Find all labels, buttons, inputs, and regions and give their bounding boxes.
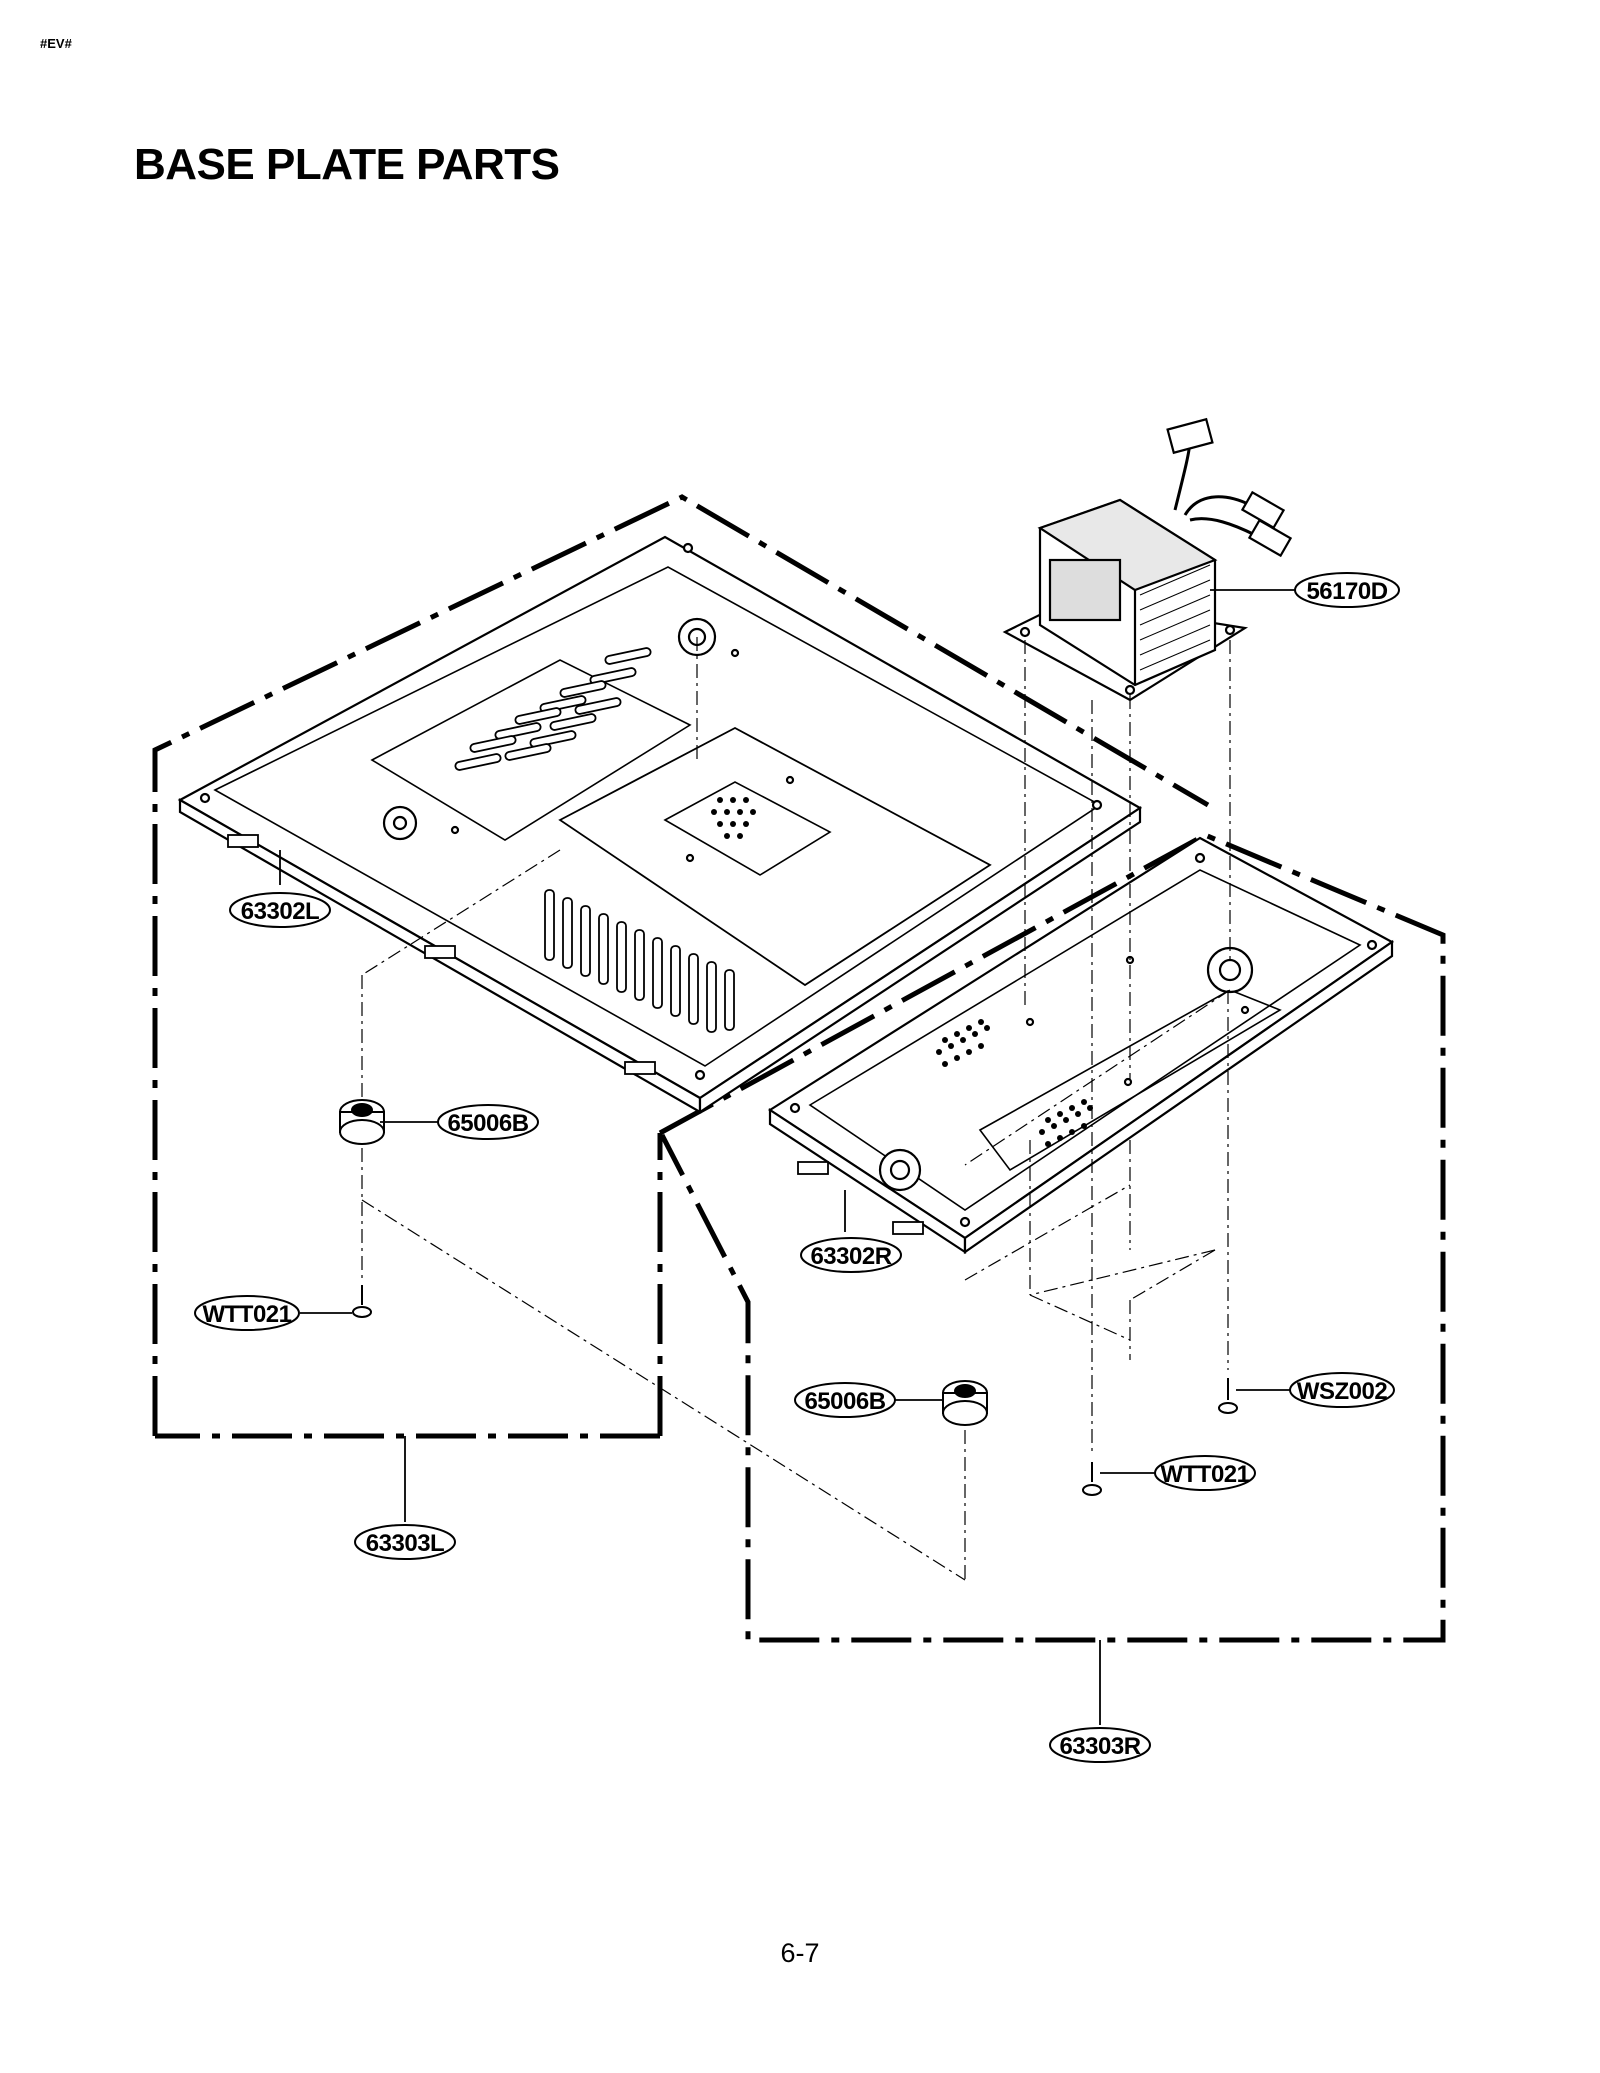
callout-label: 56170D — [1306, 578, 1387, 605]
callout-label: 63303R — [1059, 1733, 1140, 1760]
callout-wtt021-right: WTT021 — [1154, 1455, 1256, 1491]
callout-65006b-left: 65006B — [437, 1104, 539, 1140]
callout-63302l: 63302L — [229, 892, 331, 928]
callout-wsz002: WSZ002 — [1289, 1372, 1395, 1408]
foot-right — [942, 1380, 988, 1426]
transformer — [1002, 417, 1293, 702]
mounting-tabs-right-plate — [797, 1161, 924, 1235]
callout-label: 63302R — [810, 1243, 891, 1270]
document-code: #EV# — [40, 36, 72, 51]
callout-label: WSZ002 — [1297, 1378, 1388, 1405]
callout-63302r: 63302R — [800, 1237, 902, 1273]
hole-pattern-left-plate — [711, 797, 756, 839]
screw-left — [352, 1285, 372, 1318]
leader-lines — [279, 589, 1295, 1725]
hole-pattern-right-plate — [936, 1019, 1093, 1147]
screw-right — [1082, 1462, 1102, 1496]
page-number: 6-7 — [780, 1938, 820, 1968]
callout-56170d: 56170D — [1294, 572, 1400, 608]
callout-label: WTT021 — [1160, 1461, 1249, 1488]
vent-grille-left-plate — [544, 889, 735, 1033]
assembly-boundary-right — [658, 832, 1446, 1643]
base-plate-left — [177, 535, 1143, 1115]
vent-slots-left-plate — [454, 647, 652, 771]
foot-left — [339, 1099, 385, 1145]
callout-63303l: 63303L — [354, 1524, 456, 1560]
callout-label: 65006B — [804, 1388, 885, 1415]
callout-65006b-right: 65006B — [794, 1382, 896, 1418]
callout-label: 65006B — [447, 1110, 528, 1137]
callout-wtt021-left: WTT021 — [194, 1295, 300, 1331]
mounting-tabs-left-plate — [227, 834, 656, 1075]
callout-label: WTT021 — [202, 1301, 291, 1328]
assembly-boundary-left — [152, 494, 1210, 1439]
alignment-lines — [361, 637, 1231, 1581]
page-title: BASE PLATE PARTS — [134, 140, 560, 189]
callout-label: 63303L — [366, 1530, 444, 1557]
callout-63303r: 63303R — [1049, 1727, 1151, 1763]
base-plate-right — [767, 836, 1395, 1255]
screw-transformer — [1218, 1378, 1238, 1414]
callout-label: 63302L — [241, 898, 319, 925]
